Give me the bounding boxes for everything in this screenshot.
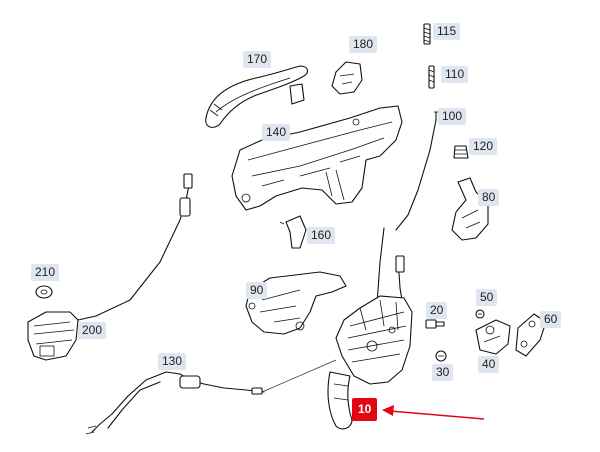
part-10-lock [327, 295, 413, 430]
part-20-screw [425, 319, 445, 329]
callout-40[interactable]: 40 [478, 356, 500, 373]
callout-60[interactable]: 60 [540, 311, 562, 328]
part-100-rod [395, 111, 437, 231]
callout-100[interactable]: 100 [438, 108, 467, 125]
callout-80[interactable]: 80 [478, 189, 500, 206]
part-170-handle [205, 65, 309, 128]
callout-140[interactable]: 140 [262, 124, 291, 141]
callout-10-highlighted[interactable]: 10 [352, 398, 378, 421]
callout-180[interactable]: 180 [349, 36, 378, 53]
part-80-bracket [451, 177, 489, 241]
callout-170[interactable]: 170 [243, 51, 272, 68]
part-110-bolt [428, 65, 435, 89]
callout-30[interactable]: 30 [432, 364, 454, 381]
callout-130[interactable]: 130 [158, 353, 187, 370]
part-115-screw [423, 23, 431, 45]
highlight-arrow [382, 405, 485, 420]
leader-line-130 [261, 359, 337, 393]
part-cable-upper [77, 179, 191, 321]
callout-200[interactable]: 200 [78, 322, 107, 339]
cable-end-fitting [179, 173, 193, 217]
part-90-bracket [245, 271, 347, 335]
callout-160[interactable]: 160 [307, 227, 336, 244]
callout-115[interactable]: 115 [433, 23, 461, 40]
callout-210[interactable]: 210 [31, 264, 60, 281]
part-60-plate [515, 313, 547, 357]
callout-90[interactable]: 90 [246, 282, 268, 299]
part-50-screw [475, 309, 485, 319]
callout-20[interactable]: 20 [426, 302, 448, 319]
callout-50[interactable]: 50 [476, 289, 498, 306]
callout-110[interactable]: 110 [441, 66, 469, 83]
rod-clip [395, 255, 405, 273]
part-140-carrier [231, 105, 403, 211]
part-30-screw [435, 350, 447, 362]
part-180-bracket [331, 61, 363, 95]
part-120-grommet [453, 145, 469, 159]
part-130-cable [85, 371, 265, 435]
part-160-clip [279, 215, 307, 249]
callout-120[interactable]: 120 [469, 138, 498, 155]
part-40-striker [475, 319, 511, 355]
part-210-grommet [35, 285, 53, 299]
part-200-actuator [27, 311, 79, 361]
